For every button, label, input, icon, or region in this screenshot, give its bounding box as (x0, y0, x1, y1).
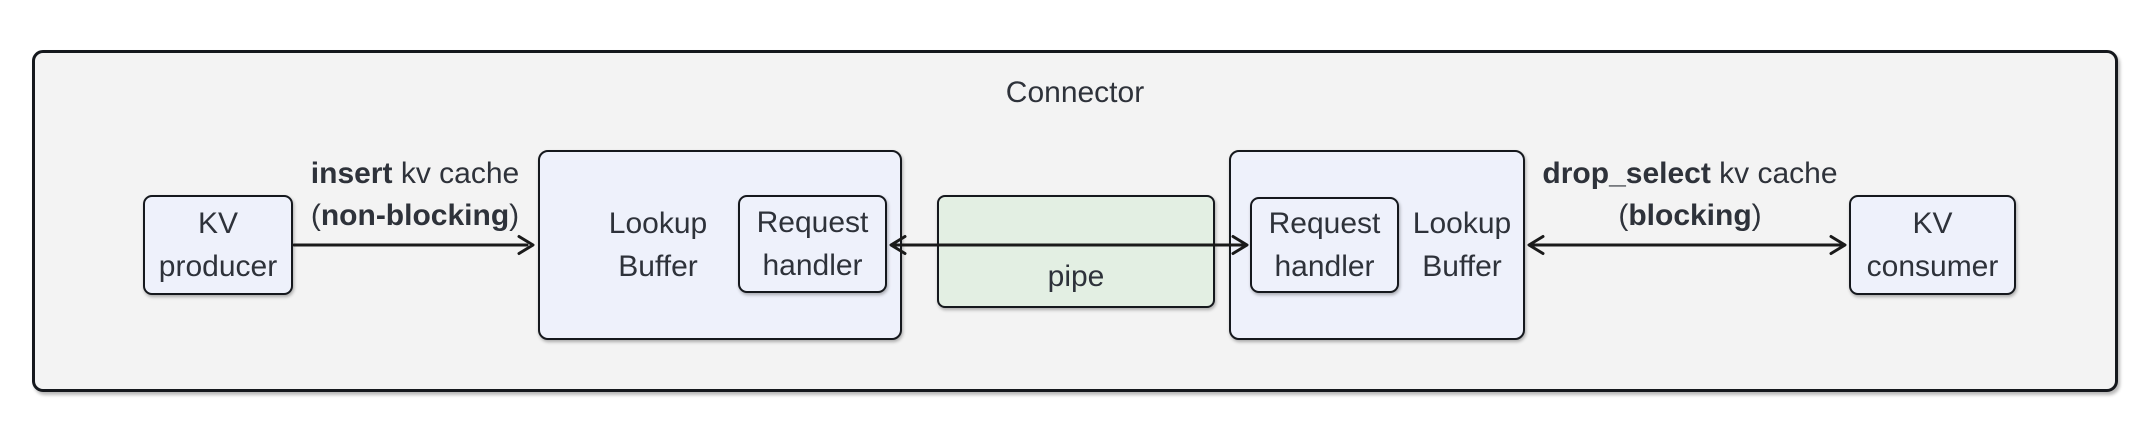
kv-consumer-node: KV consumer (1849, 195, 2016, 295)
drop-select-label-rest: kv cache (1710, 157, 1838, 190)
lookup-buffer-right-label-line2: Buffer (1422, 250, 1502, 283)
kv-consumer-label-line2: consumer (1866, 250, 1999, 283)
lookup-buffer-right-label: Lookup Buffer (1399, 150, 1525, 340)
insert-edge-label: insert kv cache (non-blocking) (260, 153, 570, 237)
pipe-node (937, 195, 1215, 308)
request-handler-right-label-line2: handler (1274, 250, 1375, 283)
pipe-label: pipe (1047, 260, 1105, 293)
drop-select-edge-label-line2: (blocking) (1535, 195, 1845, 237)
insert-edge-label-line1: insert kv cache (260, 153, 570, 195)
request-handler-left-label-line1: Request (756, 206, 869, 239)
lookup-buffer-left-label: Lookup Buffer (558, 150, 758, 340)
kv-producer-label-line2: producer (158, 250, 278, 283)
insert-edge-label-line2: (non-blocking) (260, 195, 570, 237)
kv-consumer-label-line1: KV (1912, 207, 1953, 240)
lookup-buffer-left-label-line1: Lookup (608, 207, 708, 240)
non-blocking-keyword: non-blocking (320, 199, 510, 232)
request-handler-right-label-line1: Request (1268, 207, 1381, 240)
insert-paren-close: ) (509, 199, 520, 232)
connector-title: Connector (1005, 76, 1145, 109)
lookup-buffer-right-label-line1: Lookup (1412, 207, 1512, 240)
lookup-buffer-left-label-line2: Buffer (618, 250, 698, 283)
drop-select-edge-label: drop_select kv cache (blocking) (1535, 153, 1845, 237)
kv-producer-node: KV producer (143, 195, 293, 295)
insert-paren-open: ( (310, 199, 321, 232)
drop-select-paren-close: ) (1751, 199, 1762, 232)
drop-select-edge-label-line1: drop_select kv cache (1535, 153, 1845, 195)
drop-select-paren-open: ( (1618, 199, 1629, 232)
kv-producer-label-line1: KV (197, 207, 239, 240)
insert-label-rest: kv cache (392, 157, 520, 190)
drop-select-keyword: drop_select (1542, 157, 1711, 190)
blocking-keyword: blocking (1628, 199, 1752, 232)
request-handler-left-node: Request handler (738, 195, 887, 293)
request-handler-right-node: Request handler (1250, 197, 1399, 293)
insert-keyword: insert (310, 157, 393, 190)
request-handler-left-label-line2: handler (762, 249, 863, 282)
